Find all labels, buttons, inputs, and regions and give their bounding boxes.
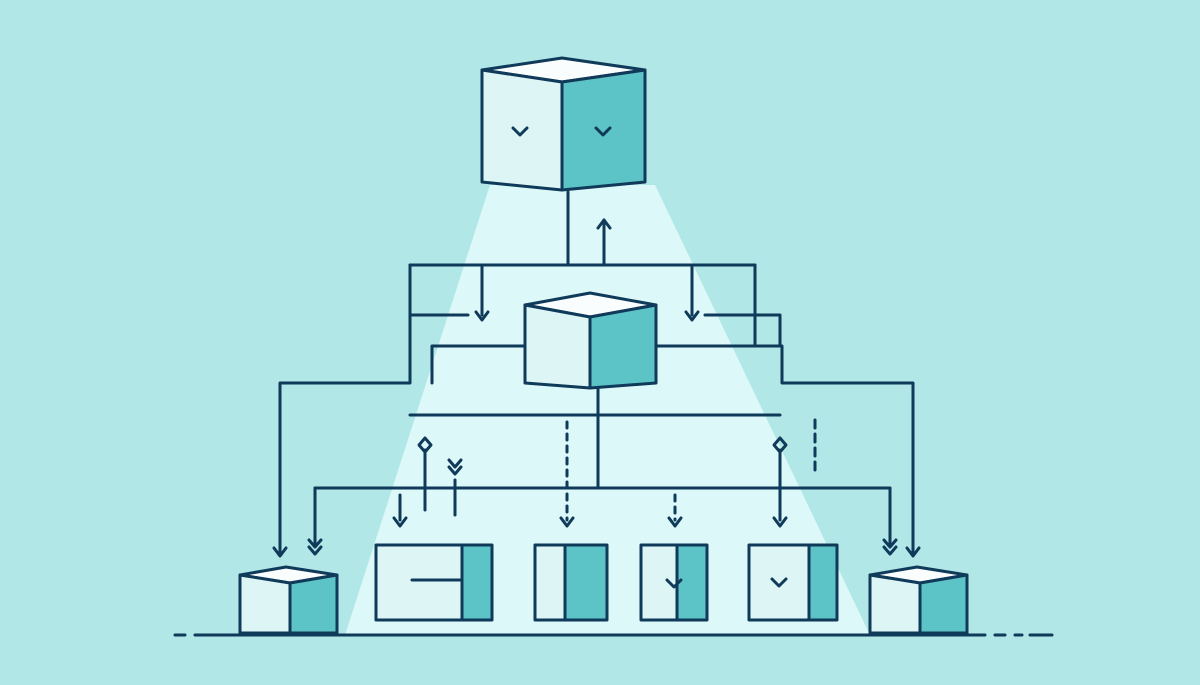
arrow-down-icon <box>474 310 490 322</box>
arrow-down-icon <box>667 516 683 528</box>
arrow-down-icon <box>392 516 408 528</box>
spotlight-beam <box>345 185 870 635</box>
connector-lines <box>173 190 1054 637</box>
panel-plain-front <box>533 543 567 622</box>
arrow-down-icon <box>684 310 700 322</box>
double-arrow-down-icon <box>447 458 463 476</box>
bottom-left-cube-front-face <box>238 573 292 635</box>
panel-check-wide-front <box>747 543 811 622</box>
double-arrow-down-icon <box>307 538 323 556</box>
middle-cube-front-face <box>523 303 592 390</box>
connector-mid-right-branch <box>703 313 782 348</box>
chevron-down-icon <box>665 578 683 589</box>
chevron-down-icon <box>511 126 529 137</box>
panel-dash-front <box>374 543 464 622</box>
arrow-down-icon <box>772 516 788 528</box>
diamond-icon <box>417 436 433 454</box>
bottom-right-cube-front-face <box>868 573 922 635</box>
panel-check-wide <box>747 543 839 622</box>
bottom-right-cube <box>868 565 969 635</box>
chevron-down-icon <box>770 577 788 588</box>
middle-cube-side-face <box>588 303 658 390</box>
arrow-up-icon <box>596 218 612 230</box>
bottom-left-cube-side-face <box>288 573 339 635</box>
connector-mid-left-arm <box>430 344 527 385</box>
panel-check-side <box>675 543 709 622</box>
chevron-down-icon <box>594 126 612 137</box>
panel-dash-side <box>460 543 494 622</box>
top-cube-side-face <box>560 68 647 192</box>
top-cube-front-face <box>480 68 564 192</box>
panel-check <box>639 543 709 622</box>
top-cube <box>480 56 647 192</box>
bottom-left-cube <box>238 565 339 635</box>
connector-left-rail <box>278 263 412 555</box>
arrow-down-icon <box>559 516 575 528</box>
panel-dash <box>374 543 494 622</box>
middle-cube <box>523 291 658 390</box>
connector-markers <box>272 218 921 558</box>
arrow-down-icon <box>905 546 921 558</box>
panel-plain-side <box>563 543 609 622</box>
diamond-icon <box>772 436 788 454</box>
bottom-right-cube-side-face <box>918 573 969 635</box>
panel-check-wide-side <box>807 543 839 622</box>
double-arrow-down-icon <box>882 538 898 556</box>
arrow-down-icon <box>272 546 288 558</box>
connector-right-rail <box>753 263 915 555</box>
panel-plain <box>533 543 609 622</box>
